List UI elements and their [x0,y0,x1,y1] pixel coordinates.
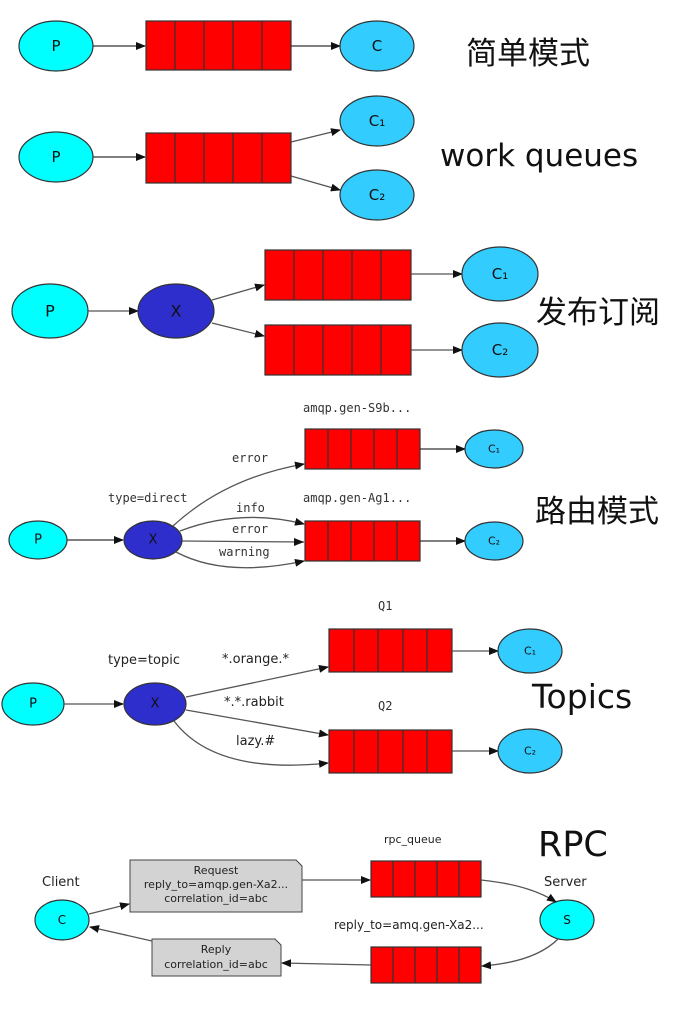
edge-rpc-queue-to-server [480,879,557,903]
server-node-label: S [563,913,571,927]
consumer-1-node [464,429,524,469]
section-routing: P X type=direct amqp.gen-S9b... amqp.gen… [8,401,659,569]
reply-note-title: Reply [201,943,232,956]
request-note-reply-to: reply_to=amqp.gen-Xa2... [144,878,288,891]
binding-warning: warning [219,545,270,559]
binding-error-1: error [232,451,268,465]
consumer-1-node [497,628,563,674]
exchange-label: X [151,697,160,712]
section-work-queues: P C₁ C₂ work queues [18,95,638,221]
binding-info: info [236,501,265,515]
consumer-2-label: C₂ [524,745,536,758]
queue-2 [264,324,412,376]
reply-note: Reply correlation_id=abc [151,938,282,977]
consumer-1-label: C₁ [369,112,386,130]
binding-error-2: error [232,522,268,536]
edge-x-to-q2 [211,322,265,338]
edge-queue-to-c2 [290,175,341,192]
consumer-node [339,20,415,72]
consumer-2-node [339,169,415,221]
consumer-2-node [464,521,524,561]
edge-info-to-q2 [179,516,305,532]
edge-client-to-request [88,902,130,915]
client-node [34,899,90,941]
binding-rabbit: *.*.rabbit [224,695,284,710]
producer-label: P [45,302,55,321]
request-note-title: Request [194,864,239,877]
section-rpc: RPC Client Server C S Request reply_to=a… [34,825,608,984]
edge-warning-to-q2 [175,551,305,569]
binding-orange: *.orange.* [222,652,290,667]
edge-lazy-to-q2 [173,720,329,768]
consumer-1-label: C₁ [492,265,509,283]
server-node [539,899,595,941]
section-simple: P C 简单模式 [18,20,590,72]
reply-note-correlation-id: correlation_id=abc [164,958,268,971]
exchange-label: X [171,302,182,321]
consumer-2-node [497,728,563,774]
section-topics: P X type=topic Q1 Q2 *.orange.* *.*.rabb… [1,599,632,774]
queue-1 [264,249,412,301]
rpc-queue-name: rpc_queue [384,833,442,846]
queue-2-name: amqp.gen-Ag1... [303,491,411,505]
server-label: Server [544,875,587,890]
queue-1 [328,628,453,673]
producer-label: P [29,697,37,712]
queue-2 [304,520,421,562]
edge-orange-to-q1 [185,664,329,698]
consumer-2-label: C₂ [492,341,509,359]
client-label: Client [42,875,80,890]
request-note-correlation-id: correlation_id=abc [164,892,268,905]
section-title: 简单模式 [466,36,590,72]
queue-1-name: amqp.gen-S9b... [303,401,411,415]
consumer-2-node [461,322,539,378]
exchange-node [137,283,215,339]
exchange-node [123,682,187,726]
edge-rabbit-to-q2 [185,709,329,738]
exchange-node [123,520,183,560]
section-title: 发布订阅 [536,295,660,331]
rpc-queue [370,860,482,898]
edge-x-to-q1 [211,283,265,301]
reply-queue-name: reply_to=amq.gen-Xa2... [334,918,484,932]
consumer-2-label: C₂ [369,186,386,204]
section-title: work queues [440,138,638,174]
queue [145,132,292,184]
section-title: Topics [531,677,632,716]
producer-label: P [34,533,42,548]
queue-2-name: Q2 [378,699,392,713]
edge-queue-to-c1 [290,128,341,143]
producer-label: P [51,37,60,55]
queue-1-name: Q1 [378,599,392,613]
request-note: Request reply_to=amqp.gen-Xa2... correla… [129,859,303,913]
section-title: RPC [538,825,608,865]
edge-error-to-q1 [172,461,305,527]
client-node-label: C [58,913,66,927]
exchange-type-label: type=topic [108,653,180,668]
producer-label: P [51,148,60,166]
edge-error-to-q2 [181,540,305,543]
consumer-1-node [339,95,415,147]
edge-reply-queue-to-reply-note [281,959,372,968]
exchange-type-label: type=direct [108,491,187,505]
edge-server-to-reply-queue [481,938,559,970]
exchange-label: X [149,533,158,548]
consumer-2-label: C₂ [488,535,500,548]
consumer-1-node [461,246,539,302]
queue-1 [304,428,421,470]
edge-reply-note-to-client [89,925,153,942]
consumer-1-label: C₁ [524,645,536,658]
consumer-1-label: C₁ [488,443,500,456]
section-title: 路由模式 [535,494,659,530]
reply-queue [370,946,482,984]
queue-2 [328,729,453,774]
consumer-label: C [372,37,382,55]
section-publish-subscribe: P X C₁ C₂ 发布订阅 [11,246,660,378]
queue [145,20,292,71]
binding-lazy: lazy.# [236,734,275,749]
